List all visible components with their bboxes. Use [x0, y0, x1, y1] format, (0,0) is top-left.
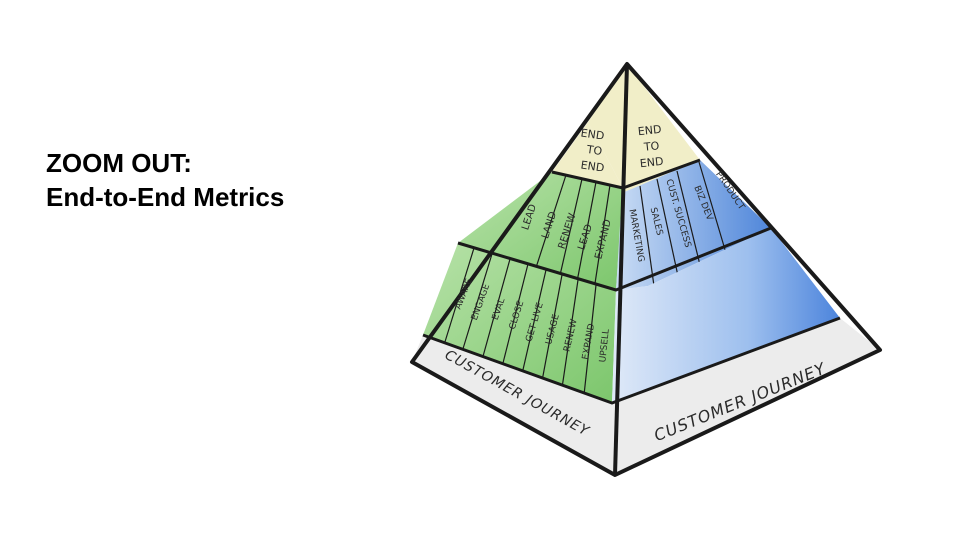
left-top-section	[588, 64, 627, 188]
right-top-label-2: TO	[642, 139, 660, 154]
left-top-label-2: TO	[585, 143, 603, 158]
right-top-label-1: END	[637, 123, 662, 138]
title-line-2: End-to-End Metrics	[46, 182, 285, 212]
left-base-band	[412, 335, 615, 475]
right-bottom-section	[612, 228, 840, 403]
right-top-label-3: END	[639, 155, 664, 170]
left-top-label-1: END	[580, 126, 605, 142]
left-middle-dividers	[531, 174, 611, 290]
right-top-section	[622, 64, 700, 193]
title-line-1: ZOOM OUT:	[46, 148, 192, 178]
left-top-section-lower	[552, 122, 623, 188]
left-middle-section	[458, 172, 623, 290]
right-middle-dividers	[639, 161, 727, 286]
left-top-label-3: END	[580, 158, 605, 174]
slide-title: ZOOM OUT: End-to-End Metrics	[46, 146, 386, 214]
left-top-label: END TO END	[580, 126, 605, 174]
right-base-band	[612, 318, 880, 475]
right-middle-section	[616, 160, 771, 290]
left-bottom-label-9: UPSELL	[598, 329, 611, 363]
left-bottom-dividers	[443, 247, 597, 396]
right-top-label: END TO END	[637, 123, 664, 170]
pyramid-outline	[410, 62, 882, 477]
